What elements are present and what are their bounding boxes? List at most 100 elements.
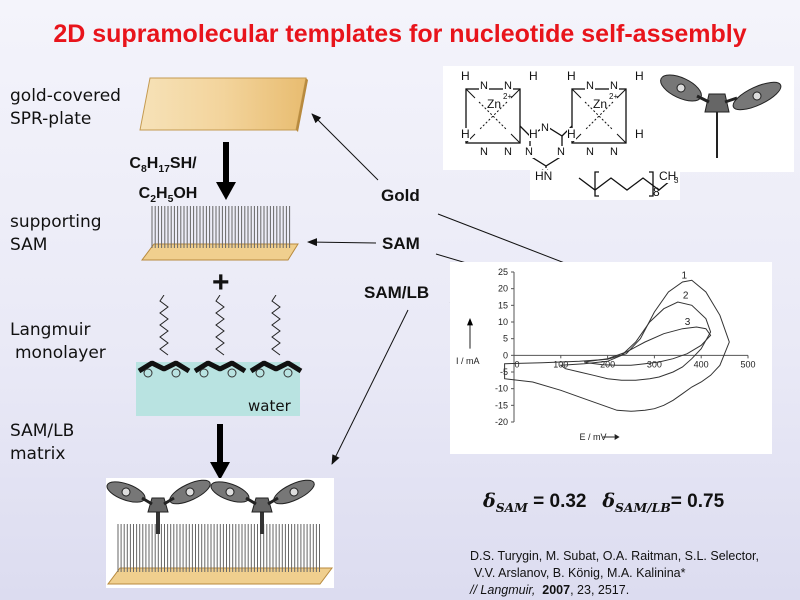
arrow-sam-to-sam (307, 238, 377, 247)
coord-bond (584, 101, 614, 131)
ring-mark (255, 368, 265, 378)
zinc-center (289, 487, 299, 497)
alkyl-tail (271, 295, 281, 356)
water-label: water (248, 397, 291, 415)
head-group (193, 360, 247, 374)
y-tick-label: 25 (498, 267, 508, 277)
reagent-label: C8H17SH/ C2H5OH (129, 155, 198, 206)
zinc-center (121, 487, 131, 497)
delta-symbol-1: δ (483, 490, 496, 512)
coord-bond (584, 101, 614, 131)
bond (510, 133, 521, 144)
head-group (137, 360, 191, 374)
receptor-3d (660, 74, 782, 158)
y-tick-label: 20 (498, 284, 508, 294)
charge-label-left: 2+ (503, 92, 513, 101)
citation-line2: V.V. Arslanov, B. König, M.A. Kalinina* (474, 566, 686, 580)
callout-sam: SAM (382, 234, 420, 253)
cyclen-ring (465, 88, 521, 144)
supporting-sam-image (141, 206, 299, 261)
label-langmuir: Langmuir monolayer (10, 319, 106, 365)
x-tick-label: 300 (647, 359, 662, 369)
y-tick-label: 15 (498, 300, 508, 310)
cyclen-ring (571, 88, 627, 144)
coord-bond (478, 101, 508, 131)
label-supporting-sam: supporting SAM (10, 211, 102, 257)
cyclen-left (465, 88, 521, 144)
delta-sub-samlb: SAM/LB (615, 499, 671, 515)
cv-curve-1 (504, 279, 730, 412)
core (251, 497, 273, 513)
cv-curve-2 (559, 301, 712, 381)
y-axis-label: I / mA (456, 356, 480, 366)
label-sam-line2: SAM (10, 235, 48, 255)
ch3-sub-label: 3 (674, 176, 679, 185)
delta-values: δSAM = 0.32 δSAM/LB= 0.75 (483, 490, 724, 515)
ring-mark (199, 368, 209, 378)
n-atom: N (609, 146, 619, 158)
label-langmuir-line1: Langmuir (10, 320, 91, 340)
linker (245, 496, 257, 506)
linker (724, 96, 738, 104)
zinc-center (185, 487, 195, 497)
h-atom: H (461, 69, 470, 83)
label-samlb-line1: SAM/LB (10, 421, 75, 441)
delta-symbol-2: δ (602, 490, 616, 512)
x-tick-label: 200 (600, 359, 615, 369)
n-atom: N (479, 146, 489, 158)
y-tick-label: 10 (498, 317, 508, 327)
zinc-center (225, 487, 235, 497)
zinc-label-left: Zn (487, 97, 502, 111)
h-atom: H (567, 69, 576, 83)
label-samlb: SAM/LB matrix (10, 420, 74, 466)
hn-label: HN (535, 169, 553, 183)
n-atom: N (503, 80, 513, 92)
page-title: 2D supramolecular templates for nucleoti… (53, 20, 747, 48)
callout-samlb: SAM/LB (364, 283, 430, 302)
h-atom: H (635, 127, 644, 141)
alkyl-tail (215, 295, 225, 356)
n-atom: N (609, 80, 619, 92)
cyclen-right (571, 88, 627, 144)
zinc-label-right: Zn (593, 97, 608, 111)
ring-mark (171, 368, 181, 378)
h-atom: H (567, 127, 576, 141)
curve-label-3: 3 (685, 317, 691, 328)
bond (510, 88, 521, 99)
n-atom: N (556, 146, 566, 158)
h-atom: H (529, 69, 538, 83)
charge-label-right: 2+ (609, 92, 619, 101)
n-atom: N (585, 80, 595, 92)
callout-gold: Gold (381, 186, 420, 205)
h-atom: H (461, 127, 470, 141)
zinc-center (676, 83, 686, 93)
alkyl-tail (159, 295, 169, 356)
y-tick-label: -5 (500, 367, 508, 377)
citation: D.S. Turygin, M. Subat, O.A. Raitman, S.… (470, 548, 759, 599)
core (147, 497, 169, 513)
delta-value-samlb: = 0.75 (670, 491, 725, 512)
ring-mark (143, 368, 153, 378)
cv-curve-3 (584, 326, 712, 366)
curve-label-1: 1 (681, 270, 687, 281)
down-arrow-2 (210, 424, 230, 480)
y-tick-label: 5 (503, 334, 508, 344)
delta-sub-sam: SAM (495, 499, 528, 515)
samlb-matrix-image (106, 479, 333, 585)
lm-molecule-2 (193, 295, 247, 378)
label-gold-plate-line1: gold-covered (10, 86, 121, 106)
linker (267, 496, 279, 506)
ch3-label: CH (659, 169, 677, 183)
n-atom: N (585, 146, 595, 158)
gold-plate-image (139, 77, 308, 132)
coord-bond (478, 101, 508, 131)
receptor-2 (210, 479, 315, 534)
repeat-label: 8 (653, 185, 660, 199)
linker (141, 496, 153, 506)
lm-molecule-3 (249, 295, 303, 378)
bond (519, 125, 531, 137)
linker (163, 496, 175, 506)
label-gold-plate-line2: SPR-plate (10, 109, 92, 129)
label-langmuir-line2: monolayer (15, 343, 106, 363)
n-atom: N (524, 146, 534, 158)
